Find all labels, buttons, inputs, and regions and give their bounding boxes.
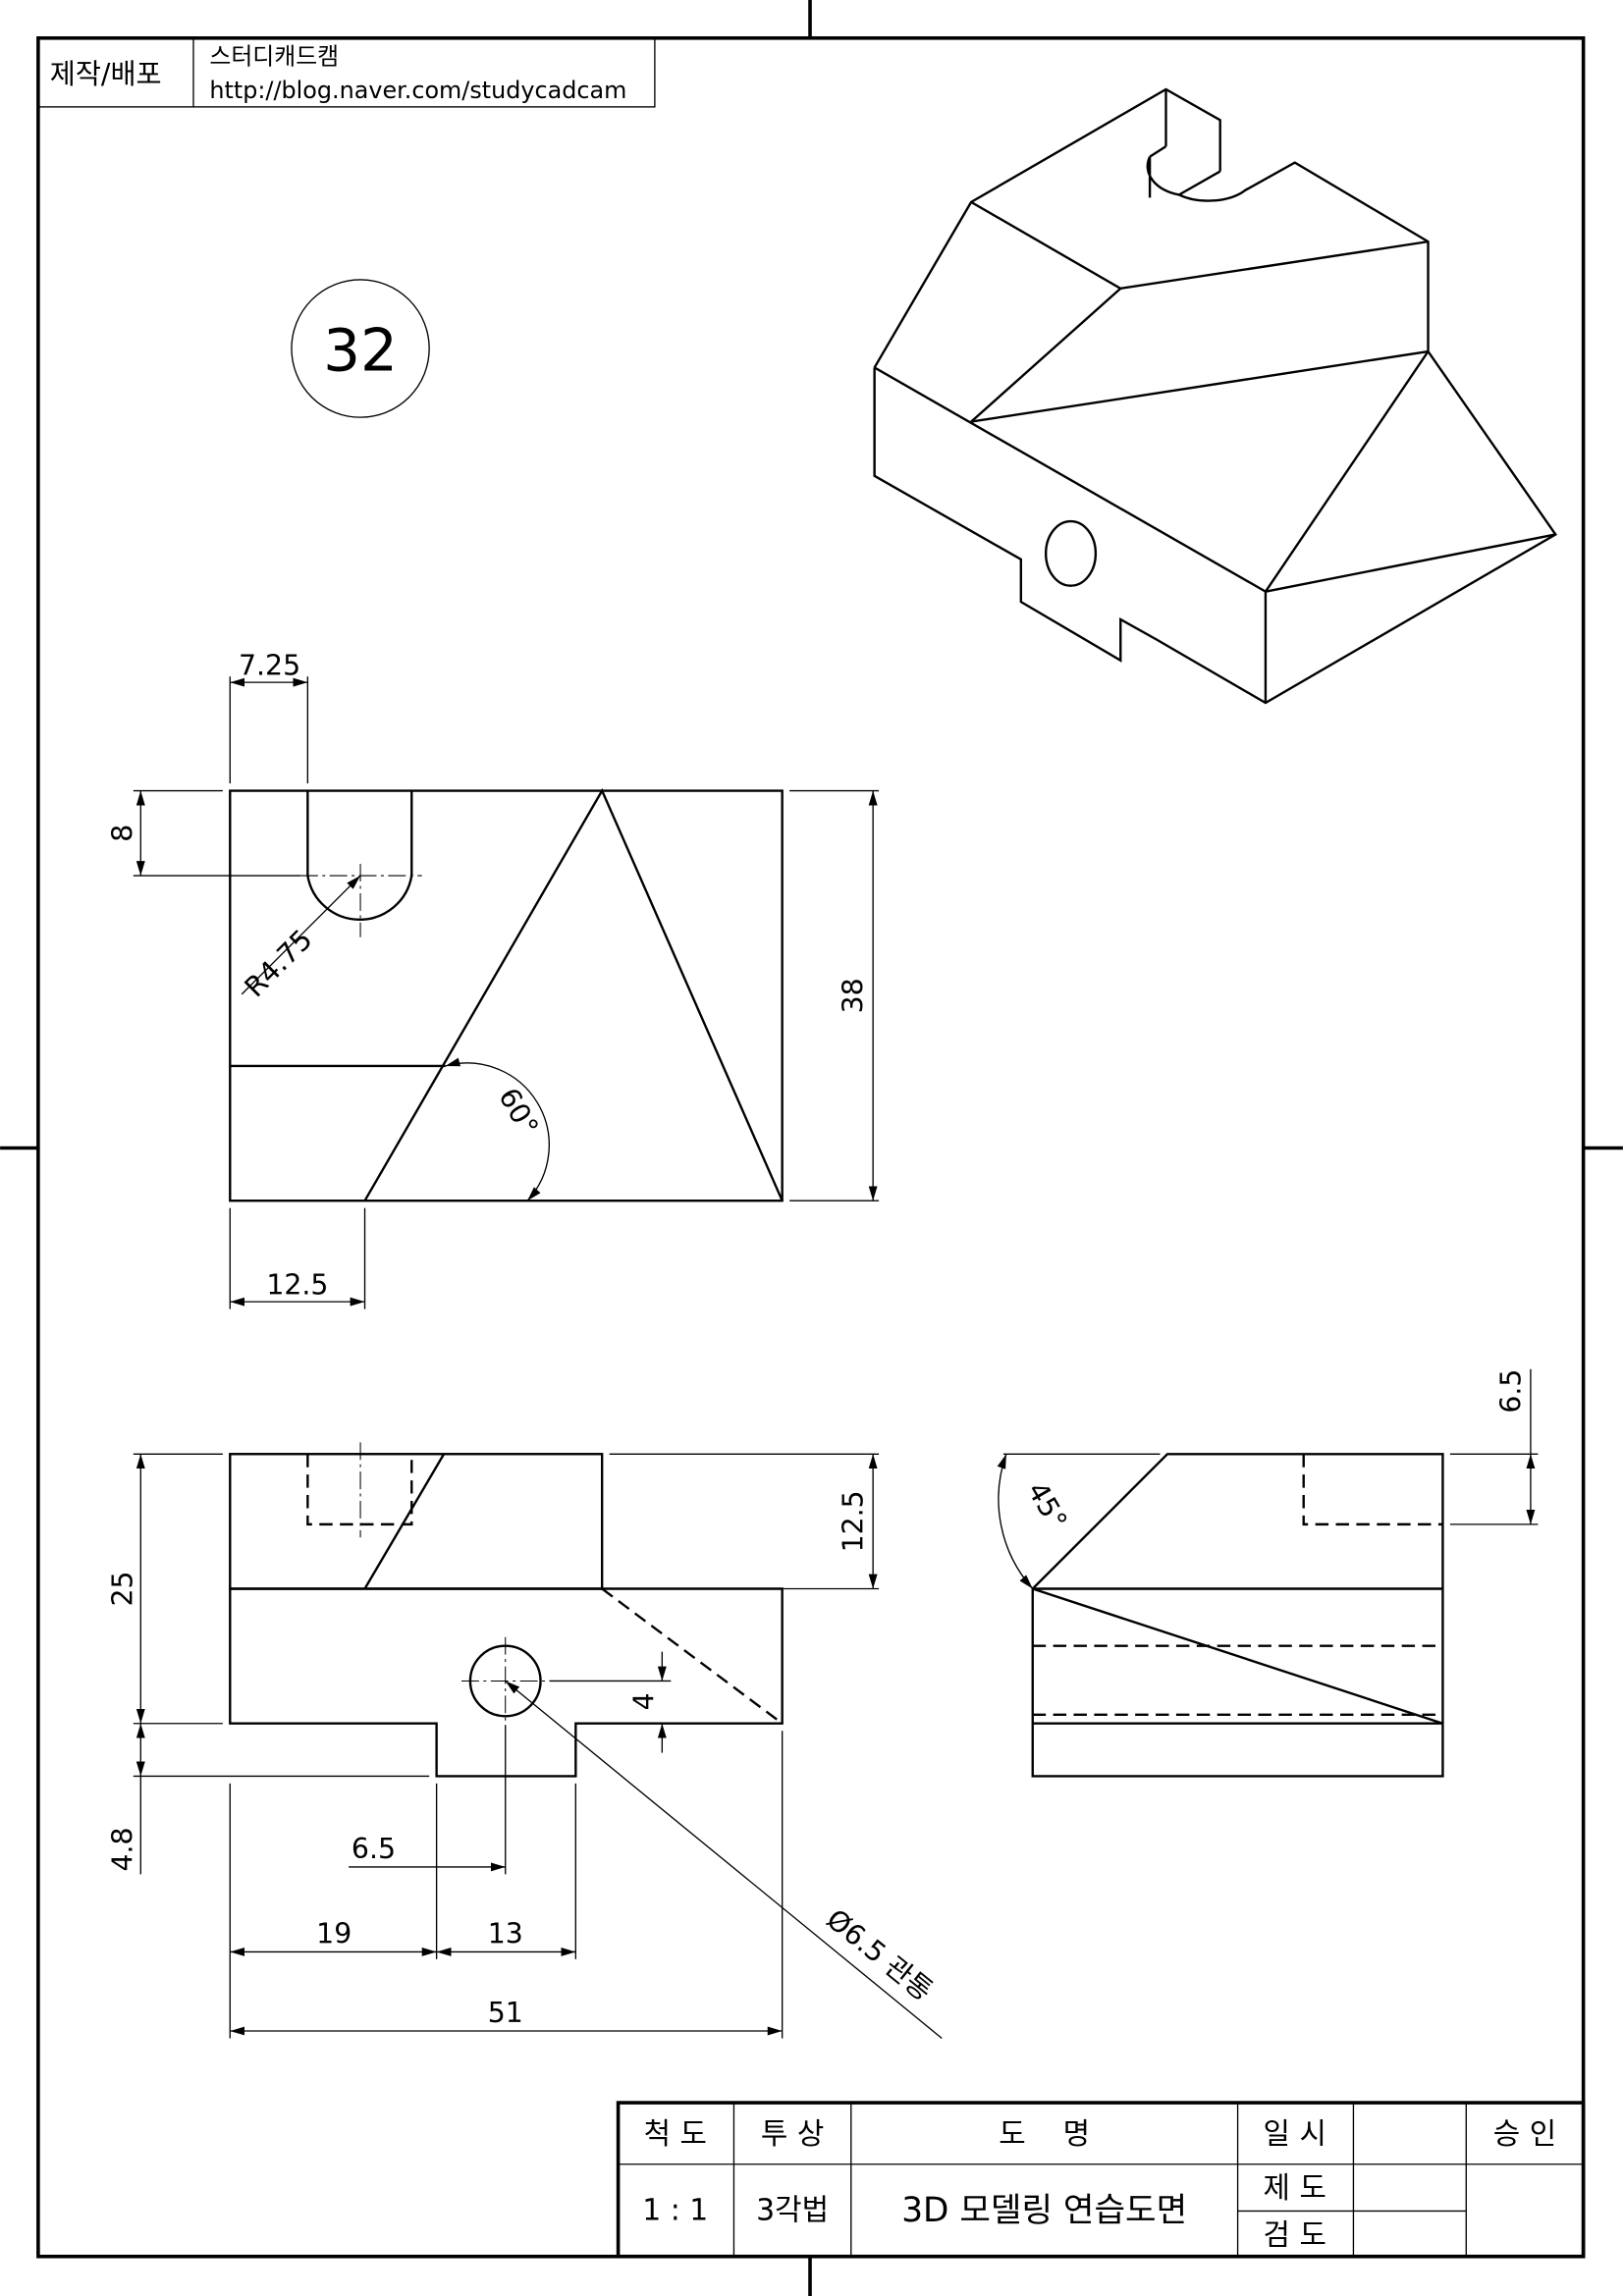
header-label: 제작/배포 [50,58,162,90]
date-label: 일 시 [1264,2117,1326,2152]
scale-label: 척 도 [644,2117,707,2152]
dim-60deg: 60° [492,1083,545,1142]
checked-label: 검 도 [1264,2218,1326,2253]
projection-label: 투 상 [761,2117,824,2152]
front-view: 25 4.8 12.5 4 6.5 19 13 51 Ø6.5 관통 [106,1442,943,2039]
dim-13: 13 [488,1917,523,1949]
drafted-label: 제 도 [1264,2171,1326,2206]
title-block: 척 도 투 상 도 명 일 시 승 인 1 : 1 3각법 3D 모델링 연습도… [616,2101,1586,2259]
projection-value: 3각법 [756,2193,829,2227]
side-view: 6.5 45° [997,1369,1539,1778]
dim-12-5: 12.5 [266,1269,328,1302]
approval-label: 승 인 [1493,2117,1556,2152]
header-box: 제작/배포 스터디캐드캠 http://blog.naver.com/study… [37,37,656,108]
dim-4-8: 4.8 [106,1827,138,1871]
dim-8: 8 [106,825,138,842]
dim-4: 4 [627,1692,660,1710]
drawing-number-circle [291,279,430,418]
dim-38: 38 [838,978,870,1013]
dim-front-12-5: 12.5 [838,1490,870,1552]
dim-6-5: 6.5 [352,1833,396,1865]
sheet-border [36,35,1586,2259]
title-label: 도 명 [999,2117,1090,2152]
dim-45deg: 45° [1021,1476,1074,1535]
dim-51: 51 [488,1997,523,2029]
header-author: 스터디캐드캠 [209,43,339,71]
dim-25: 25 [106,1571,138,1606]
dim-r4-75: R4.75 [239,923,319,1003]
dim-19: 19 [316,1917,352,1949]
hole-callout: Ø6.5 관통 [821,1902,940,2007]
isometric-view [873,87,1558,705]
drawing-number: 32 [323,317,398,385]
dim-7-25: 7.25 [239,650,300,682]
top-view: 7.25 8 R4.75 60° 38 12.5 [106,650,880,1309]
title-value: 3D 모델링 연습도면 [901,2191,1187,2230]
header-url[interactable]: http://blog.naver.com/studycadcam [209,77,626,104]
scale-value: 1 : 1 [642,2193,708,2227]
dim-side-6-5: 6.5 [1494,1369,1527,1414]
